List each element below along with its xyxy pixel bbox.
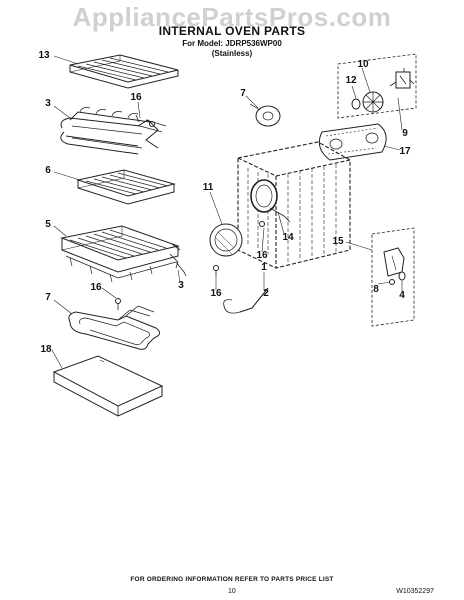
part-7-cover-disk [249,103,281,127]
callout-15: 15 [332,236,344,247]
callout-7-bake: 7 [45,292,51,303]
callout-16-cover: 16 [210,288,222,299]
part-16-screw-cover [213,221,265,276]
callout-3: 3 [45,98,51,109]
model-line: For Model: JDRP536WP00 [182,39,282,48]
part-3-broil-element [60,107,167,155]
callout-7-disk: 7 [240,88,246,99]
ordering-note: FOR ORDERING INFORMATION REFER TO PARTS … [130,576,334,583]
document-number: W10352297 [396,588,434,595]
callout-1: 1 [261,262,267,273]
part-14-gasket [250,179,291,223]
part-11-light-cover [209,223,243,257]
callout-11: 11 [202,182,214,193]
finish-label: (Stainless) [211,49,253,58]
part-18-panel [52,355,164,417]
part-16-screw [115,298,121,310]
callout-16-bake: 16 [90,282,102,293]
page-number: 10 [228,588,236,595]
part-2-temp-sensor [223,287,269,314]
callout-17: 17 [399,146,411,157]
callout-6: 6 [45,165,51,176]
part-13-oven-rack [69,54,179,89]
part-17-fan-cover [318,123,387,161]
part-15-component-box [371,227,415,327]
callout-12: 12 [345,75,357,86]
watermark: AppliancePartsPros.com [72,2,392,32]
callout-13: 13 [38,50,50,61]
part-7-bake-element [68,305,160,350]
part-10-fan-assembly [337,53,417,119]
callout-9: 9 [402,128,408,139]
callout-18: 18 [40,344,52,355]
page-title: INTERNAL OVEN PARTS [158,24,306,38]
part-5-rollout-rack [60,225,180,283]
callout-2: 2 [263,288,269,299]
leader-lines [51,55,403,369]
callout-16-gasket: 16 [256,250,268,261]
callout-14: 14 [282,232,294,243]
model-info: For Model: JDRP536WP00 (Stainless) [0,39,464,59]
callout-16: 16 [130,92,142,103]
callout-8: 8 [373,284,379,295]
callout-5: 5 [45,219,51,230]
callout-3-bracket: 3 [178,280,184,291]
part-6-oven-rack [76,169,176,205]
callout-10: 10 [357,59,369,70]
callout-4: 4 [399,290,405,301]
part-3-bracket [169,243,187,277]
